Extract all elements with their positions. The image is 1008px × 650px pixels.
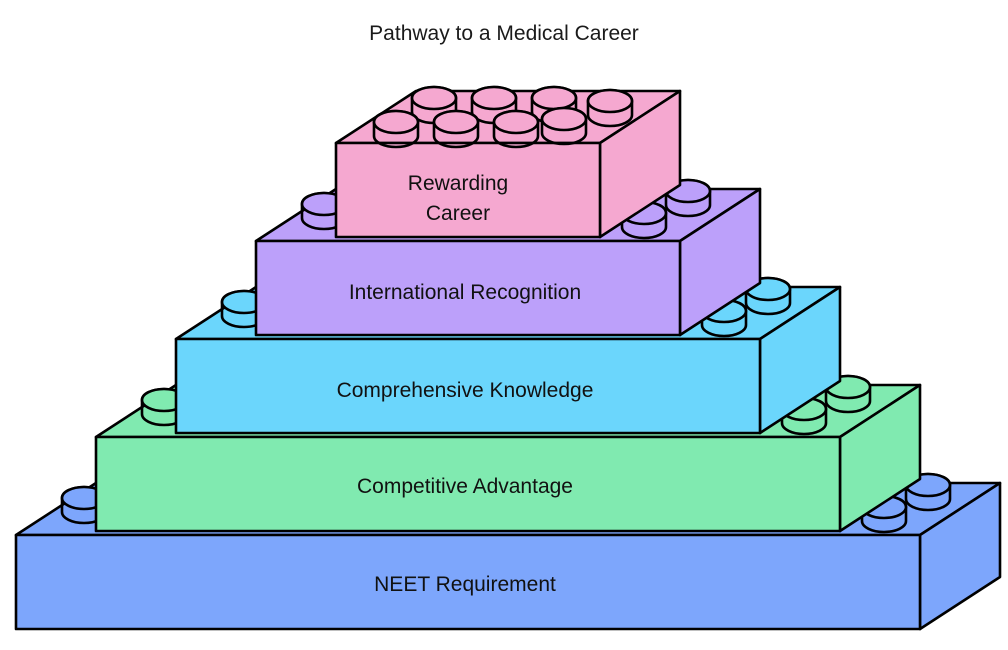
brick-front-face (94, 435, 842, 533)
brick-label: NEET Requirement (374, 573, 556, 596)
brick-rewarding-career[interactable]: Rewarding Career (334, 85, 682, 239)
brick-front-face (14, 533, 922, 631)
brick-front-face (334, 141, 602, 239)
brick-label: Competitive Advantage (357, 475, 573, 498)
brick-label-line2: Career (426, 202, 490, 225)
page-title: Pathway to a Medical Career (369, 22, 639, 45)
brick-stud (586, 88, 634, 128)
brick-front-face (254, 239, 682, 337)
brick-stud (470, 85, 518, 125)
brick-label-line1: Rewarding (408, 172, 508, 195)
brick-label: Comprehensive Knowledge (337, 379, 594, 402)
brick-stud (432, 109, 480, 149)
brick-stud (410, 85, 458, 125)
brick-stud (492, 109, 540, 149)
brick-label: International Recognition (349, 281, 581, 304)
brick-stud (540, 106, 588, 146)
brick-stud (372, 109, 420, 149)
brick-front-face (174, 337, 762, 435)
